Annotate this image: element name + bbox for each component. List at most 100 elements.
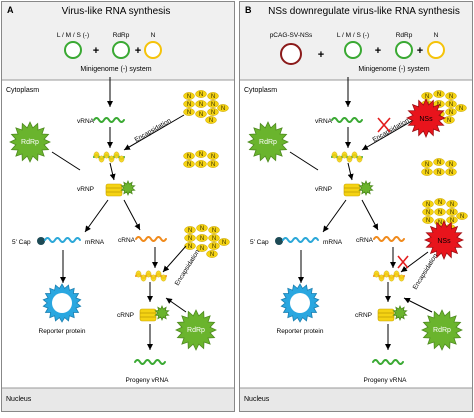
n-protein-icon — [184, 234, 196, 242]
rdrp-mini-icon — [154, 304, 170, 322]
arrow — [322, 199, 347, 233]
n-protein-block — [105, 183, 123, 197]
inhibition-stroke — [397, 255, 409, 269]
n-protein-icon — [421, 168, 433, 176]
rdrp-icon — [175, 309, 217, 351]
n-protein-letter: N — [222, 240, 226, 246]
panel-a-mrna-label: mRNA — [85, 239, 105, 246]
n-protein-icon — [205, 116, 217, 124]
crna-strand — [373, 236, 405, 242]
vrna-strand — [93, 117, 125, 123]
panel-b-rdrp-1: RdRp — [259, 139, 277, 146]
n-protein-icon — [445, 168, 457, 176]
n-protein-letter: N — [211, 162, 215, 168]
n-bead — [336, 155, 343, 163]
n-bead — [388, 274, 395, 282]
panel-b-plasmid-label-3: RdRp — [396, 32, 413, 39]
n-protein-letter: N — [199, 112, 203, 118]
n-protein-icon — [422, 216, 434, 224]
rdrp-icon — [247, 121, 289, 163]
n-bead-row — [93, 151, 125, 163]
n-protein-icon — [443, 116, 455, 124]
n-bead — [113, 151, 120, 159]
n-protein-letter: N — [447, 118, 451, 124]
encapsidated-vrna — [331, 151, 363, 163]
arrow — [165, 297, 187, 313]
nss-icon — [423, 219, 465, 261]
panel-a-vrna-label: vRNA — [77, 118, 95, 125]
n-protein-letter: N — [187, 154, 191, 160]
n-protein-letter: N — [188, 228, 192, 234]
panel-a-title: Virus-like RNA synthesis — [62, 6, 171, 17]
n-protein-letter: N — [211, 102, 215, 108]
reporter-protein — [280, 283, 320, 323]
reporter-core — [290, 293, 310, 313]
panel-a-reporter-label: Reporter protein — [39, 328, 86, 335]
n-protein-letter: N — [199, 102, 203, 108]
panel-b-mrna-label: mRNA — [323, 239, 343, 246]
nss-icon — [405, 97, 447, 139]
n-protein-letter: N — [449, 110, 453, 116]
panel-b-vrnp-label: vRNP — [315, 186, 332, 193]
arrow — [347, 162, 354, 181]
rdrp-star-1: RdRp — [9, 121, 51, 163]
n-protein-icon — [445, 160, 457, 168]
panel-b-plasmid-label-1: pCAG-SV-NSs — [270, 32, 313, 39]
panel-b-cap-label: 5' Cap — [250, 239, 269, 246]
n-protein-letter: N — [425, 170, 429, 176]
n-protein-letter: N — [449, 170, 453, 176]
panel-a-plasmid-label-1: L / M / S (-) — [57, 32, 89, 39]
progeny-vrna-strand — [134, 359, 166, 365]
plasmid-icon — [427, 41, 445, 59]
rdrp-icon — [421, 309, 463, 351]
n-protein-block — [139, 308, 157, 322]
n-protein-icon — [195, 150, 207, 158]
n-protein-icon — [208, 226, 220, 234]
n-bead — [398, 274, 405, 282]
panel-a-crnp-label: cRNP — [117, 312, 134, 319]
n-protein-icon — [196, 244, 208, 252]
vrna-strand — [331, 117, 363, 123]
n-bead — [383, 270, 390, 278]
vrnp-complex — [343, 179, 374, 197]
n-protein-icon — [207, 160, 219, 168]
arrow — [84, 199, 109, 233]
n-protein-letter: N — [210, 252, 214, 258]
n-protein-block — [377, 308, 395, 322]
progeny-vrna-strand — [372, 359, 404, 365]
plasmid-icon — [112, 41, 130, 59]
n-protein-icon — [183, 152, 195, 160]
plasmid-icon — [280, 43, 302, 65]
n-protein-icon — [433, 168, 445, 176]
vrna-strand — [331, 154, 363, 160]
n-protein-icon — [195, 100, 207, 108]
inhibition-x-1 — [377, 117, 391, 133]
n-protein-letter: N — [188, 244, 192, 250]
n-bead — [331, 151, 338, 159]
plus-sign: + — [135, 45, 141, 57]
panel-a-rdrp-2: RdRp — [187, 327, 205, 334]
n-protein-icon — [433, 158, 445, 166]
panel-b-system-label: Minigenome (-) system — [358, 66, 429, 73]
n-protein-letter: N — [212, 228, 216, 234]
panel-a-cap-label: 5' Cap — [12, 239, 31, 246]
n-protein-icon — [422, 208, 434, 216]
n-protein-icon — [422, 200, 434, 208]
n-protein-icon — [434, 208, 446, 216]
mrna-strand — [44, 237, 81, 243]
panel-a-plasmid-label-3: N — [151, 32, 156, 39]
arrow — [403, 297, 433, 313]
panel-b-crnp-label: cRNP — [355, 312, 372, 319]
rdrp-mini-icon — [120, 179, 136, 197]
n-protein-icon — [218, 238, 230, 246]
panel-b-rdrp-2: RdRp — [433, 327, 451, 334]
n-bead — [135, 270, 142, 278]
nss-star-2: NSs — [423, 219, 465, 261]
n-bead — [160, 274, 167, 282]
n-bead — [140, 274, 147, 282]
n-protein-icon — [207, 152, 219, 160]
n-protein-icon — [183, 92, 195, 100]
n-protein-letter: N — [200, 246, 204, 252]
n-protein-icon — [455, 104, 467, 112]
